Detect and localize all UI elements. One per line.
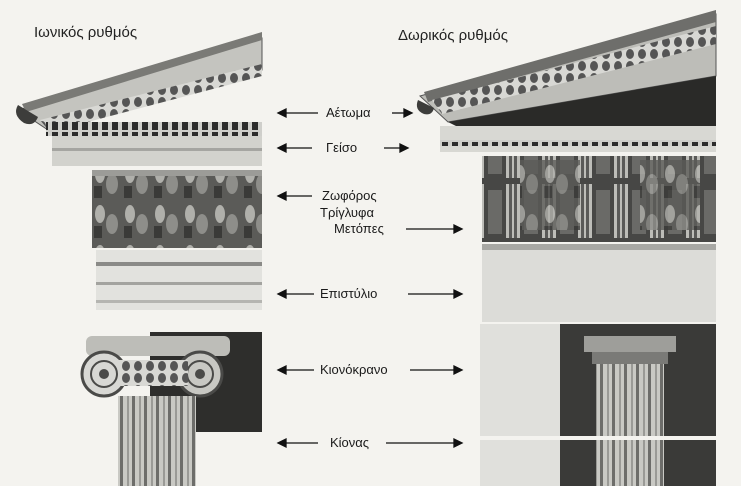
doric-column-shaft [596,364,664,486]
ionic-order-photo [16,32,263,486]
label-metopes: Μετόπες [334,221,384,236]
doric-cornice [440,126,716,152]
ionic-order-title: Ιωνικός ρυθμός [34,24,138,41]
ionic-capital [80,332,262,432]
label-capital: Κιονόκρανο [320,362,388,377]
ionic-cornice [46,122,262,136]
label-column: Κίονας [330,435,370,450]
label-frieze: Ζωφόρος [322,188,377,203]
doric-architrave [482,244,716,322]
label-triglyphs: Τρίγλυφα [320,205,374,220]
label-arrows [276,107,464,449]
label-cornice: Γείσο [326,140,358,155]
doric-order-photo [416,10,717,486]
doric-order-title: Δωρικός ρυθμός [398,27,508,44]
label-architrave: Επιστύλιο [320,286,378,301]
ionic-frieze [92,170,262,248]
ionic-column-shaft [118,396,196,486]
label-pediment: Αέτωμα [326,105,371,120]
